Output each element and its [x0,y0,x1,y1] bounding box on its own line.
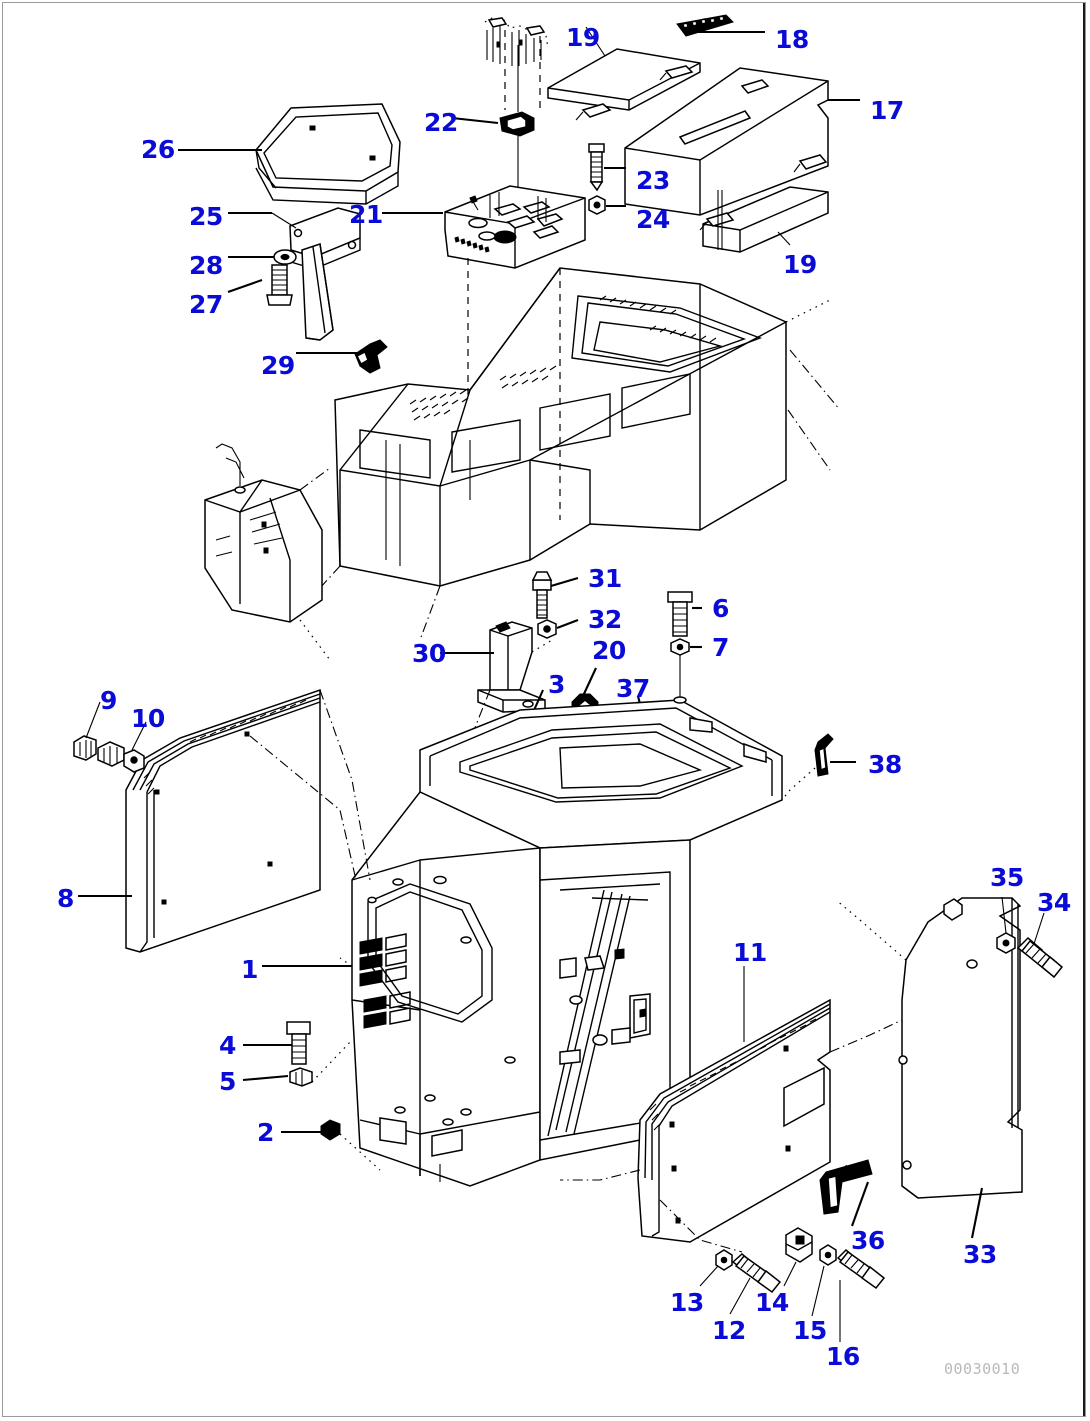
callout-21: 21 [349,200,383,229]
part-8-side-panel-left [78,688,371,953]
part-32-flange-nut [537,619,579,639]
part-16-bolt [836,1248,886,1342]
callout-6: 6 [712,594,729,623]
part-27-bolt [227,264,293,306]
part-24-nut [588,195,626,215]
callout-19-upper: 19 [566,23,600,52]
part-23-screw [588,143,626,192]
part-34-bolt [1016,912,1064,979]
part-4-bolt [243,1021,311,1065]
part-1-console-frame [262,696,783,1187]
detail-lever-bracket [204,443,331,661]
callout-10: 10 [131,704,165,733]
callout-14: 14 [755,1288,789,1317]
callout-12: 12 [712,1316,746,1345]
callout-35: 35 [990,863,1024,892]
callout-29: 29 [261,351,295,380]
callout-34: 34 [1037,888,1071,917]
callout-20: 20 [592,636,626,665]
callout-13: 13 [670,1288,704,1317]
part-21-support-leg [301,243,334,341]
callout-25: 25 [189,202,223,231]
part-29-elbow-fitting [296,339,388,374]
part-12-bolt [729,1253,782,1315]
part-5-washer [242,1039,353,1087]
part-18-hinge-strip [676,14,765,37]
callout-18: 18 [775,25,809,54]
part-30-mount-bracket [440,621,553,741]
callout-17: 17 [870,96,904,125]
callout-9: 9 [100,686,117,715]
callout-11: 11 [733,938,767,967]
callout-16: 16 [826,1342,860,1371]
detail-connector-assembly [484,17,549,112]
part-6-bolt-long [667,591,702,637]
callout-19-lower: 19 [783,250,817,279]
part-9-nut [73,701,101,761]
part-19a-cover-plate-upper [547,26,701,121]
callout-8: 8 [57,884,74,913]
part-21-switch-panel [444,185,586,269]
part-7-washer [670,638,702,700]
callout-1: 1 [241,955,258,984]
callout-37: 37 [616,674,650,703]
part-19b-cover-plate-lower [699,154,829,253]
part-13-washer [699,1249,733,1287]
callout-2: 2 [257,1118,274,1147]
part-10-washer [97,721,147,773]
callout-30: 30 [412,639,446,668]
callout-22: 22 [424,108,458,137]
part-22-grommet [451,45,535,215]
callout-33: 33 [963,1240,997,1269]
callout-32: 32 [588,605,622,634]
callout-26: 26 [141,135,175,164]
callout-24: 24 [636,205,670,234]
drawing-number: 00030010 [944,1360,1021,1378]
part-17-box-cover [624,67,860,216]
callout-15: 15 [793,1316,827,1345]
part-33-side-panel-right-outer [835,897,1023,1239]
callout-28: 28 [189,251,223,280]
part-25-bracket-plate [228,207,443,270]
part-36-seal-strip [819,1159,873,1227]
part-31-stud-bolt [531,571,579,619]
part-2-plug [281,1119,381,1171]
callout-27: 27 [189,290,223,319]
part-26-lid-cover-pad [178,103,401,205]
callout-31: 31 [588,564,622,593]
callout-23: 23 [636,166,670,195]
console-upper-housing [299,258,841,641]
part-38-hook-clip [781,733,856,801]
callout-7: 7 [712,633,729,662]
callout-38: 38 [868,750,902,779]
part-14-bushing [783,1227,813,1287]
callout-4: 4 [219,1031,236,1060]
part-15-washer [811,1244,837,1317]
callout-5: 5 [219,1067,236,1096]
part-28-washer [228,249,297,265]
callout-3: 3 [548,670,565,699]
callout-36: 36 [851,1226,885,1255]
part-11-side-panel-right-inner [560,966,903,1253]
part-35-washer [996,896,1016,954]
